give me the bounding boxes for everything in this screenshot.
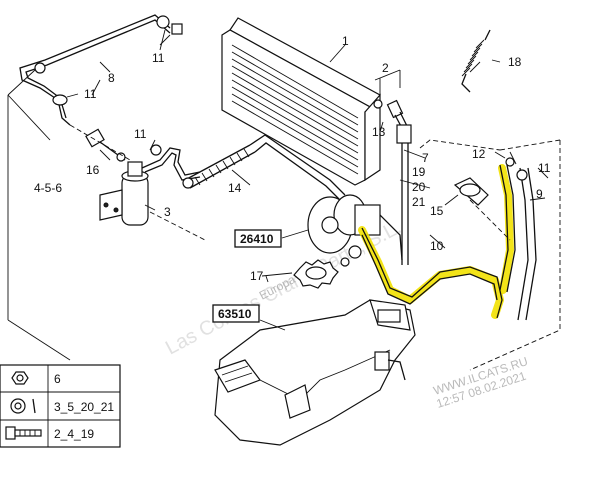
hose-10-highlighted (340, 164, 516, 319)
callout-4-5-6: 4-5-6 (34, 181, 62, 195)
callout-2: 2 (382, 61, 389, 75)
callout-3: 3 (164, 205, 171, 219)
nut-icon (11, 371, 29, 385)
callout-10: 10 (430, 239, 444, 253)
hose-14 (182, 134, 346, 201)
svg-text:63510: 63510 (218, 307, 252, 321)
callout-19: 19 (412, 165, 426, 179)
bracket-2 (373, 69, 401, 109)
hvac-unit (214, 299, 416, 446)
svg-text:26410: 26410 (240, 232, 274, 246)
callout-16: 16 (86, 163, 100, 177)
compressor (307, 194, 403, 261)
left-assembly-outline (7, 69, 71, 361)
legend-bolt-ref: 2_4_19 (54, 427, 94, 441)
callout-13: 13 (372, 125, 386, 139)
pipe-8 (19, 14, 171, 126)
callout-15: 15 (430, 204, 444, 218)
legend-nut-ref: 6 (54, 372, 61, 386)
callout-20: 20 (412, 180, 426, 194)
seal-washer-17 (293, 259, 339, 289)
bolt-icon (5, 426, 42, 440)
ref-box-63510: 63510 (212, 304, 260, 323)
callout-11-left: 11 (84, 87, 97, 101)
callout-11-top: 11 (152, 51, 165, 65)
callout-18: 18 (508, 55, 522, 69)
clamp-15 (453, 177, 489, 206)
callout-14: 14 (228, 181, 242, 195)
callout-7: 7 (422, 151, 429, 165)
fastener-legend: 6 3_5_20_21 2_4_19 (0, 364, 121, 448)
ref-box-26410: 26410 (234, 229, 282, 248)
pressure-switch-16 (85, 128, 126, 162)
callout-11-right: 11 (538, 161, 551, 175)
callout-12: 12 (472, 147, 486, 161)
receiver-dryer-3 (99, 161, 149, 226)
callout-8: 8 (108, 71, 115, 85)
leader-lines (91, 34, 506, 211)
fitting-13 (386, 99, 412, 265)
callout-17: 17 (250, 269, 264, 283)
callout-11-mid: 11 (134, 127, 147, 141)
fitting-11-top (171, 23, 183, 35)
callout-21: 21 (412, 195, 426, 209)
hose-9 (505, 157, 537, 321)
spring-18 (461, 29, 501, 93)
callout-9: 9 (536, 187, 543, 201)
washer-icon (10, 398, 36, 414)
callout-1: 1 (342, 34, 349, 48)
legend-washer-ref: 3_5_20_21 (54, 400, 114, 414)
